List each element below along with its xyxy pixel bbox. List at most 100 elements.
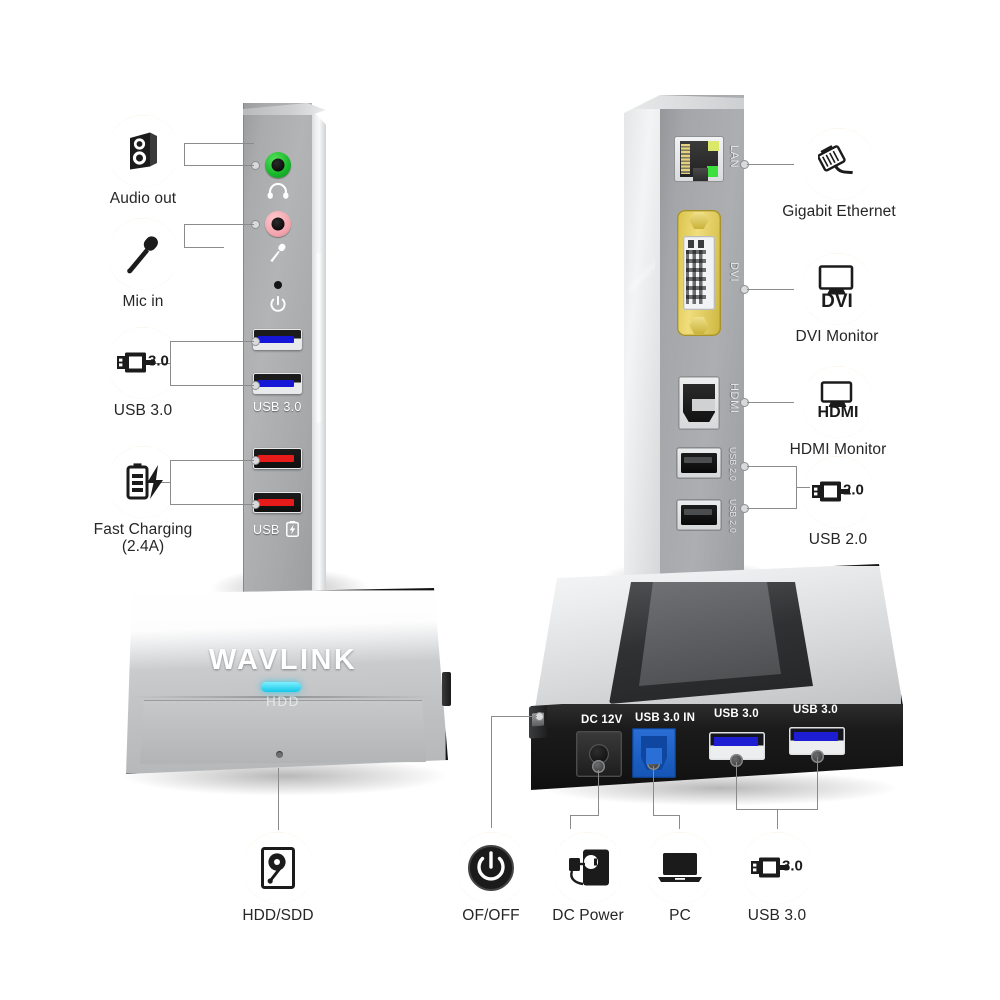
hdmi-port-label: HDMI xyxy=(728,383,740,414)
leader-line-power-h xyxy=(491,716,537,718)
right-tower-side-panel xyxy=(624,95,660,600)
callout-fast-charging[interactable]: Fast Charging (2.4A) xyxy=(78,446,208,556)
rear-label-dc-12v: DC 12V xyxy=(581,714,623,726)
callout-label: DC Power xyxy=(552,907,624,924)
audio-out-badge xyxy=(107,115,179,187)
leader-line-charge-h1 xyxy=(170,460,254,462)
leader-line-usb20-h1 xyxy=(747,466,797,468)
audio-out-jack[interactable] xyxy=(265,152,291,178)
lan-led-green xyxy=(707,166,718,177)
power-button-icon xyxy=(455,832,527,904)
leader-line-hdd-v xyxy=(278,768,280,830)
rear-screw-3 xyxy=(730,754,743,767)
callout-label: Audio out xyxy=(109,190,177,207)
callout-audio-out[interactable]: Audio out xyxy=(104,115,182,207)
svg-text:2.0: 2.0 xyxy=(843,482,864,499)
usb-fast-charge-port-2-tongue xyxy=(258,499,294,506)
leader-line-mic-h2 xyxy=(184,247,224,249)
mic-in-jack-hole xyxy=(271,217,285,231)
callout-label: Fast Charging xyxy=(93,521,193,538)
leader-line-dc-v1 xyxy=(598,770,600,816)
usb-30-port-1[interactable] xyxy=(253,329,302,350)
rear-screw-1 xyxy=(592,760,605,773)
usb-fast-charge-port-2[interactable] xyxy=(253,492,302,513)
dc-power-badge xyxy=(552,832,624,904)
callout-gigabit-ethernet[interactable]: Gigabit Ethernet xyxy=(768,128,910,220)
leader-line-hdmi xyxy=(747,402,794,404)
callout-mic-in[interactable]: Mic in xyxy=(104,218,182,310)
callout-dvi-monitor[interactable]: DVI DVI Monitor xyxy=(782,253,892,345)
svg-text:3.0: 3.0 xyxy=(782,858,803,875)
hard-disk-icon xyxy=(242,832,314,904)
audio-out-jack-hole xyxy=(271,158,285,172)
usb-30-port-2-tongue xyxy=(258,380,294,387)
hdmi-monitor-badge: HDMI xyxy=(802,366,874,438)
dvi-analog-pins xyxy=(688,240,704,248)
lan-port-pins xyxy=(681,144,690,174)
leader-line-pc-v1 xyxy=(653,766,655,816)
hdd-activity-led xyxy=(261,682,301,692)
usb-30-rear-badge: 3.0 xyxy=(741,832,813,904)
hdmi-port-slot xyxy=(683,384,715,422)
tower-cradle xyxy=(609,582,813,704)
gigabit-ethernet-badge xyxy=(803,128,875,200)
callout-usb-30[interactable]: 3.0 USB 3.0 xyxy=(104,327,182,419)
hdmi-badge-text: HDMI xyxy=(817,404,859,421)
callout-dc-power[interactable]: DC Power xyxy=(538,832,638,924)
usb-30-port-2[interactable] xyxy=(253,373,302,394)
usb-20-port-2[interactable] xyxy=(676,499,722,531)
dvi-monitor-badge: DVI xyxy=(801,253,873,325)
rear-usb-30-port-2-tongue xyxy=(794,732,838,741)
tower-front-panel: USB 3.0 USB xyxy=(243,103,322,603)
lan-port-label: LAN xyxy=(728,145,740,169)
dvi-screw-top xyxy=(689,212,709,229)
svg-text:3.0: 3.0 xyxy=(148,353,169,370)
leader-line-pc-h xyxy=(653,815,680,817)
right-dock-base: DC 12V USB 3.0 IN USB 3.0 USB 3.0 xyxy=(529,564,903,798)
leader-line-usb30-h1 xyxy=(170,341,254,343)
speaker-icon xyxy=(107,115,179,187)
leader-line-power-v xyxy=(491,716,493,828)
power-switch[interactable] xyxy=(529,705,547,739)
right-tower-top-cap xyxy=(624,95,744,109)
callout-hdd-sdd[interactable]: HDD/SDD xyxy=(228,832,328,924)
usb-fast-charge-port-1-tongue xyxy=(258,455,294,462)
callout-usb-20[interactable]: 2.0 USB 2.0 xyxy=(799,456,877,548)
rear-screw-4 xyxy=(811,750,824,763)
callout-label: HDMI Monitor xyxy=(789,441,887,458)
dvi-port[interactable] xyxy=(677,210,721,336)
usb-20-badge: 2.0 xyxy=(802,456,874,528)
callout-usb-30-rear[interactable]: 3.0 USB 3.0 xyxy=(738,832,816,924)
callout-pc[interactable]: PC xyxy=(641,832,719,924)
pc-badge xyxy=(644,832,716,904)
leader-line-audio-h1 xyxy=(184,143,254,145)
usb-20-port-2-slot xyxy=(681,505,717,525)
hdmi-port[interactable] xyxy=(678,376,720,430)
usb-20-port-1[interactable] xyxy=(676,447,722,479)
mic-in-jack[interactable] xyxy=(265,211,291,237)
leader-line-lan xyxy=(747,164,794,166)
usb-20-port-2-label: USB 2.0 xyxy=(728,499,738,534)
callout-label: USB 3.0 xyxy=(747,907,807,924)
callout-label: HDD/SDD xyxy=(242,907,314,924)
dvi-digital-pins xyxy=(686,250,706,304)
mic-in-badge xyxy=(107,218,179,290)
right-tower-rear-panel: LAN DVI HDMI USB 2.0 USB xyxy=(660,95,744,600)
callout-sublabel: (2.4A) xyxy=(121,538,165,556)
callout-label: PC xyxy=(669,907,691,924)
dock-tray-seam xyxy=(132,696,434,698)
usb-20-icon: 2.0 xyxy=(802,456,874,528)
lan-led-amber xyxy=(708,141,719,151)
leader-line-usb30-h2 xyxy=(170,385,254,387)
leader-line-usb20-h2 xyxy=(747,508,797,510)
usb-b-inner xyxy=(646,748,662,764)
monitor-hdmi-icon: HDMI xyxy=(802,366,874,438)
callout-on-off[interactable]: OF/OFF xyxy=(452,832,530,924)
lan-port[interactable] xyxy=(674,136,724,182)
callout-hdmi-monitor[interactable]: HDMI HDMI Monitor xyxy=(776,366,900,458)
usb-fast-charge-port-1[interactable] xyxy=(253,448,302,469)
usb-30-port-1-tongue xyxy=(258,336,294,343)
rear-label-usb-30-in: USB 3.0 IN xyxy=(635,712,696,724)
usb-20-port-1-label: USB 2.0 xyxy=(728,447,738,482)
brand-logo: WAVLINK xyxy=(208,644,358,676)
